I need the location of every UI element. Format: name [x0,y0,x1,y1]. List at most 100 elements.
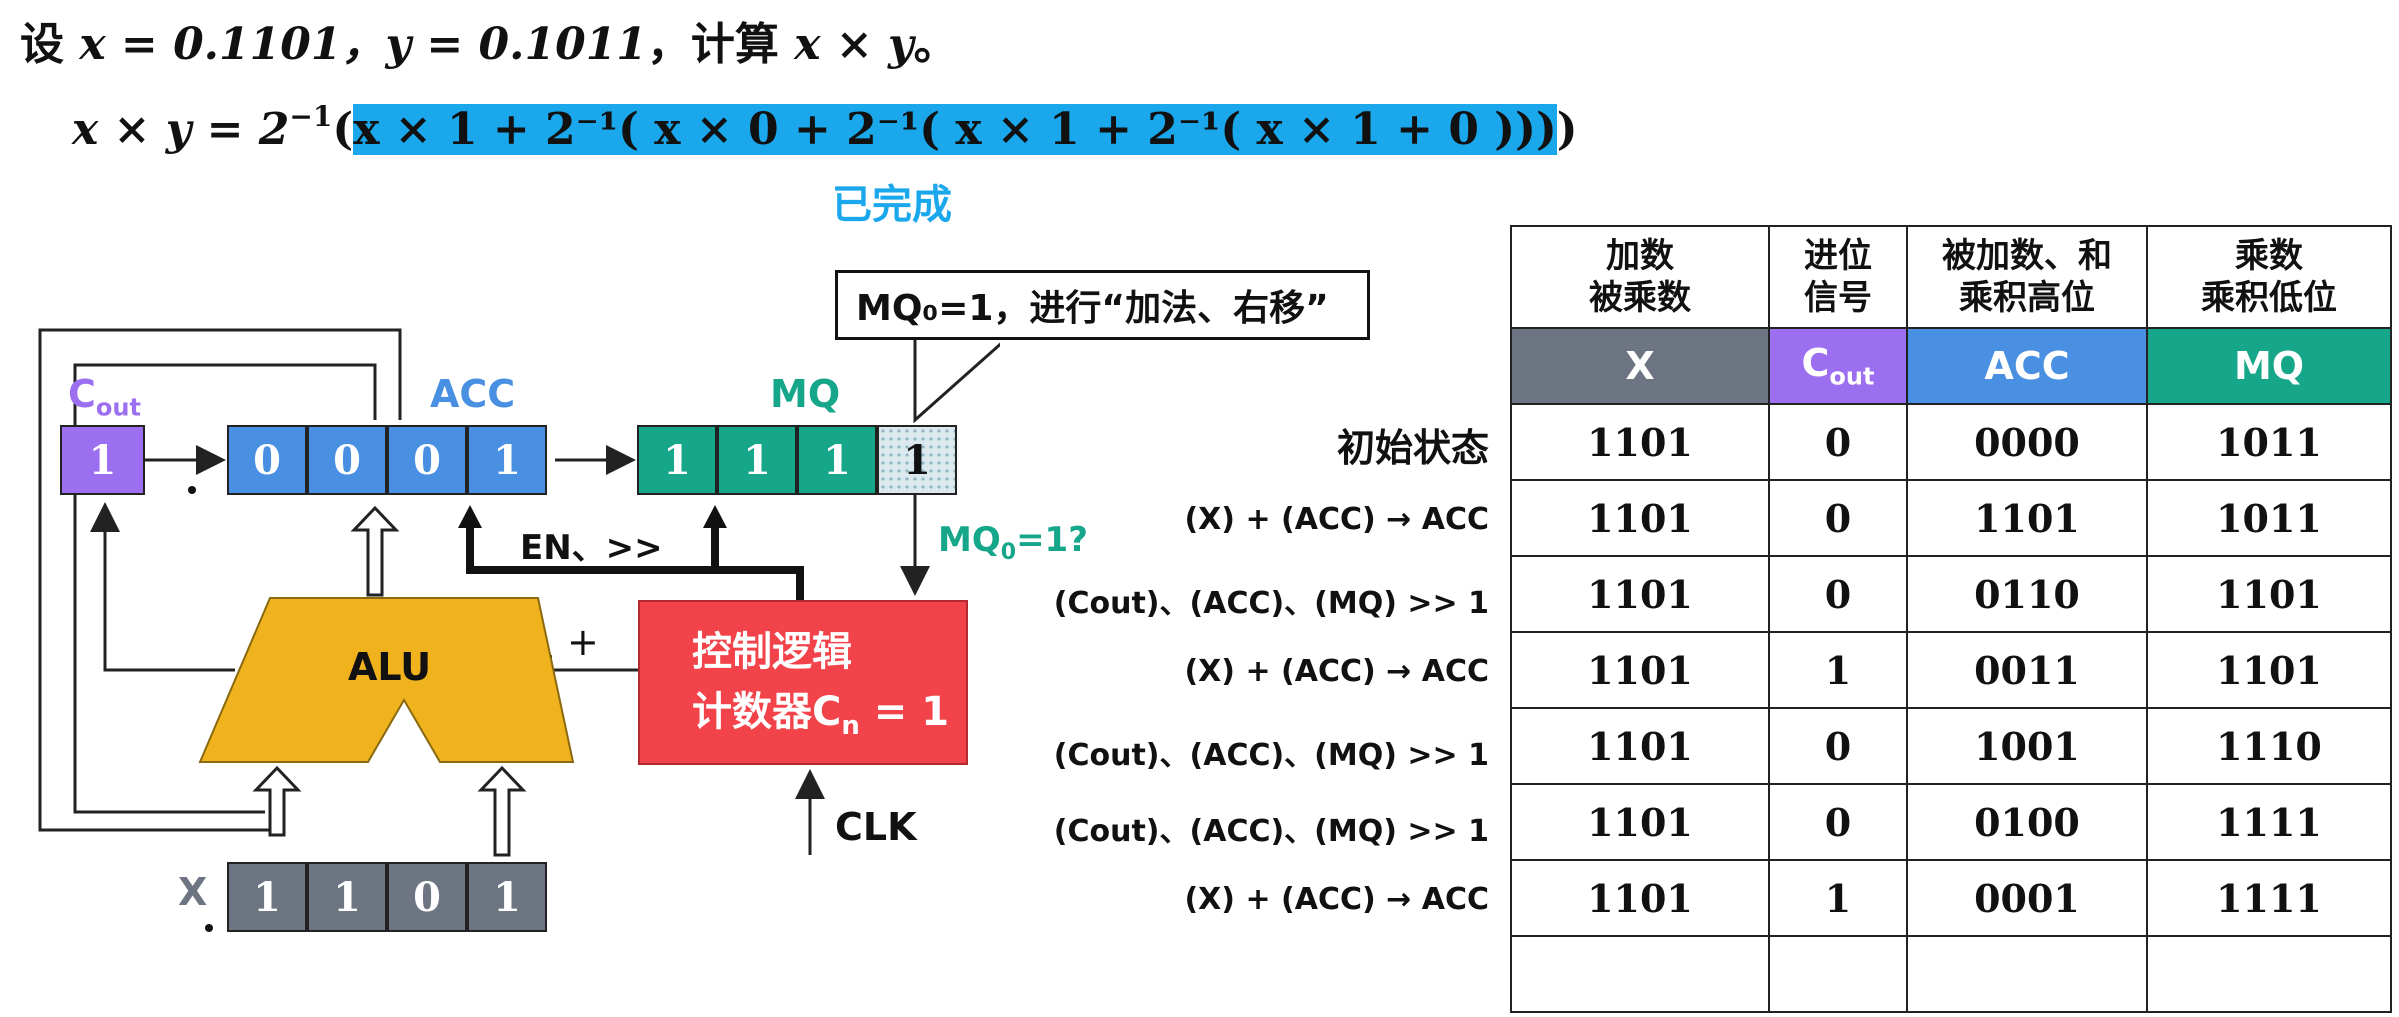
mq-bit: 1 [717,425,797,495]
cell-cout: 0 [1768,783,1908,861]
cell-cout: 0 [1768,479,1908,557]
x-bit: 1 [467,862,547,932]
acc-bit: 0 [227,425,307,495]
mq-label: MQ [770,372,841,416]
formula-exp: −1 [289,100,333,133]
x-bit: 1 [227,862,307,932]
cell-x: 1101 [1510,479,1770,557]
cell-mq [2146,935,2392,1013]
cell-mq: 1111 [2146,859,2392,937]
row-label: (X) + (ACC) → ACC [1184,882,1489,917]
formula-highlighted: x × 1 + 2⁻¹( x × 0 + 2⁻¹( x × 1 + 2⁻¹( x… [353,104,1557,155]
callout-box: MQ₀=1，进行“加法、右移” [835,270,1370,340]
plus-label: + [567,620,599,664]
acc-bit: 0 [387,425,467,495]
title-mid: ，计算 [646,19,779,70]
header-cell: 加数 被乘数 [1510,225,1770,329]
cell-x: 1101 [1510,555,1770,633]
header-cell: 乘数 乘积低位 [2146,225,2392,329]
title-suffix: 。 [913,19,958,70]
x-bit: 1 [307,862,387,932]
x-label: X [178,870,208,914]
cell-mq: 1011 [2146,479,2392,557]
diagram-wires [38,328,1000,932]
cell-acc: 0000 [1906,403,2148,481]
cell-acc: 0001 [1906,859,2148,937]
acc-bit: 1 [467,425,547,495]
cell-mq: 1101 [2146,631,2392,709]
acc-label: ACC [430,372,516,416]
cout-register: 1 [60,425,145,495]
mq-bit: 1 [797,425,877,495]
column-acc: ACC [1906,327,2148,405]
title-math: x = 0.1101，y = 0.1011 [79,19,647,70]
header-mq: 乘数 乘积低位 [2201,236,2337,318]
row-label: 初始状态 [1336,426,1489,470]
header-cell: 进位 信号 [1768,225,1908,329]
multiplication-table: 加数 被乘数 进位 信号 被加数、和 乘积高位 乘数 乘积低位 X Cout A… [1510,225,2392,1013]
mq0-bit: 1 [877,425,957,495]
cell-mq: 1011 [2146,403,2392,481]
cell-mq: 1101 [2146,555,2392,633]
en-shift-label: EN、>> [520,528,663,568]
cout-label: Cout [68,372,141,422]
cell-x: 1101 [1510,403,1770,481]
column-mq: MQ [2146,327,2392,405]
alu-label: ALU [348,645,432,689]
header-acc: 被加数、和 乘积高位 [1942,236,2112,318]
cell-acc: 0100 [1906,783,2148,861]
header-cell: 被加数、和 乘积高位 [1906,225,2148,329]
column-x: X [1510,327,1770,405]
cell-acc: 0110 [1906,555,2148,633]
cell-x: 1101 [1510,783,1770,861]
cell-x [1510,935,1770,1013]
cell-cout: 0 [1768,707,1908,785]
expansion-formula: x × y = 2−1(x × 1 + 2⁻¹( x × 0 + 2⁻¹( x … [72,100,1578,155]
cell-acc [1906,935,2148,1013]
mq0-check-label: MQ0=1? [938,520,1088,565]
row-label: (X) + (ACC) → ACC [1184,502,1489,537]
cell-mq: 1110 [2146,707,2392,785]
cell-mq: 1111 [2146,783,2392,861]
cell-cout: 1 [1768,631,1908,709]
control-line1: 控制逻辑 [692,629,852,675]
cell-cout: 0 [1768,555,1908,633]
cell-cout: 1 [1768,859,1908,937]
cell-x: 1101 [1510,707,1770,785]
cell-cout: 0 [1768,403,1908,481]
row-label: (X) + (ACC) → ACC [1184,654,1489,689]
column-cout: Cout [1768,327,1908,405]
mq-bit: 1 [637,425,717,495]
formula-lhs: x × y = 2 [72,104,290,155]
cell-x: 1101 [1510,859,1770,937]
row-label: (Cout)、(ACC)、(MQ) >> 1 [1053,738,1489,773]
cell-cout [1768,935,1908,1013]
table-row [1510,935,2392,1013]
row-label: (Cout)、(ACC)、(MQ) >> 1 [1053,814,1489,849]
formula-open: ( [332,104,354,155]
status-label: 已完成 [832,182,952,228]
problem-title: 设 x = 0.1101，y = 0.1011，计算 x × y。 [20,8,958,72]
x-bit: 0 [387,862,467,932]
header-cout: 进位 信号 [1804,236,1872,318]
cell-acc: 1001 [1906,707,2148,785]
title-math2: x × y [794,19,914,70]
clk-label: CLK [835,805,917,849]
alu-shape [198,597,575,763]
title-prefix: 设 [20,19,64,70]
cell-acc: 1101 [1906,479,2148,557]
header-x: 加数 被乘数 [1589,236,1691,318]
cell-x: 1101 [1510,631,1770,709]
acc-bit: 0 [307,425,387,495]
row-label: (Cout)、(ACC)、(MQ) >> 1 [1053,586,1489,621]
formula-close: ) [1556,104,1578,155]
